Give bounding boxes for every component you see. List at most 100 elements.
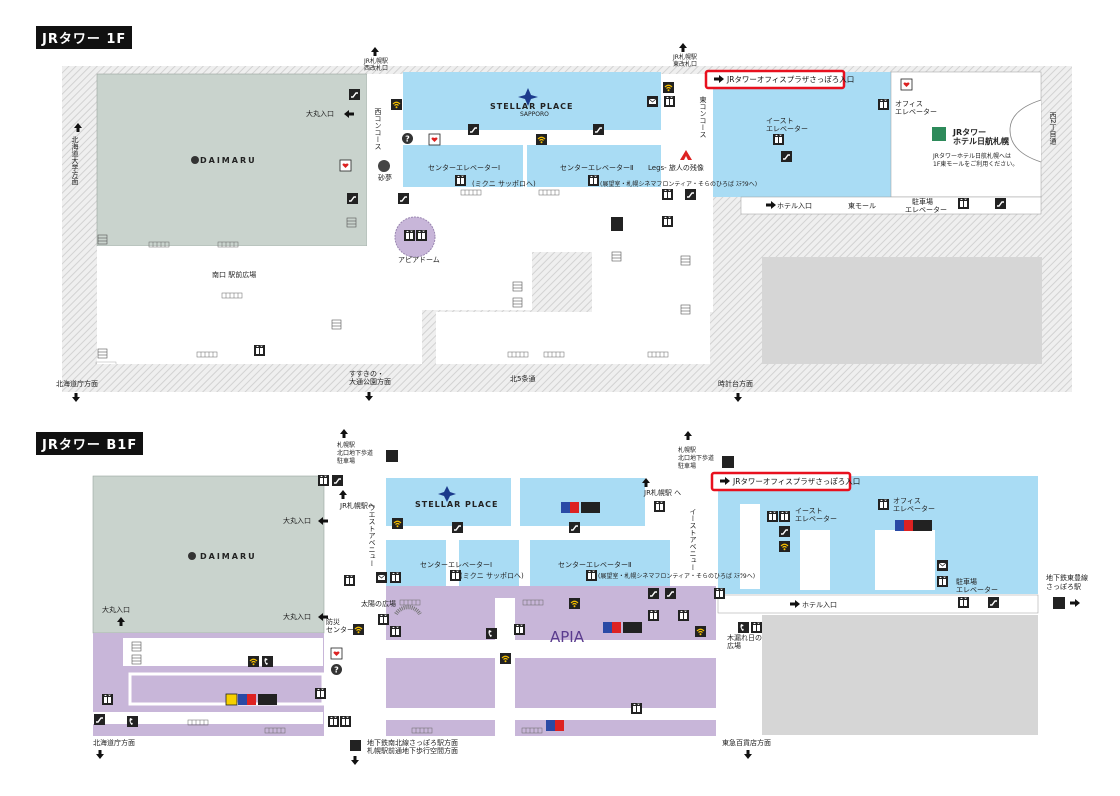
elevator-icon [958,597,969,608]
escalator-icon [467,123,480,136]
elevator-icon [631,703,642,714]
elevator-icon [328,716,339,727]
west2-street-label: 西2丁目通 [1049,112,1057,146]
escalator-icon [568,521,581,534]
floor-1f-title: JRタワー 1F [36,26,133,49]
escalator-icon [451,521,464,534]
elevator-icon [878,99,889,110]
parking-elev-l2-b1: エレベーター [956,585,998,594]
office-plaza-entrance-1f[interactable] [704,69,846,90]
office-plaza-entrance-b1[interactable] [710,471,852,492]
accessible-restroom-icon [258,694,277,705]
hotel-name-l1: JRタワー [952,127,986,137]
elevator-icon [340,716,351,727]
center-elev2-label-1f: センターエレベーターⅡ [560,163,633,172]
center-elev2-note-b1: (展望室・札幌シネマフロンティア・そらのひろば ｽﾃﾗ9へ) [598,572,755,580]
namboku-l1: 地下鉄南北線さっぽろ駅方面 [367,738,458,747]
locker-icon [225,693,238,706]
north-passage-w-l3: 駐車場 [337,457,355,465]
elevator-icon [773,134,784,145]
wifi-icon [568,597,581,610]
legs-sculpture-icon [680,150,692,160]
wifi-icon [391,517,404,530]
wifi-icon [247,655,260,668]
north-passage-w-l2: 北口地下歩道 [337,449,373,457]
elevator-icon [390,626,401,637]
office-elev-l2-1f: エレベーター [895,107,937,116]
docho-label-1f: 北海道庁方面 [56,379,98,388]
daimaru-building-b1 [92,475,325,634]
wifi-icon [499,652,512,665]
escalator-icon [348,88,361,101]
komorebi-l2: 広場 [727,641,741,650]
center-elev1-note-1f: (ミクニ サッポロへ) [472,180,536,188]
parking-elev-l2-1f: エレベーター [905,205,947,214]
apia-dome-label: アピアドーム [398,256,440,264]
elevator-icon [664,96,675,107]
floor-b1f: DAIMARU STELLAR PLACE APIA 札幌駅 北口地下歩道 駐車… [92,429,1088,765]
sand-clock-label: 砂夢 [378,173,392,182]
accessible-restroom-icon [623,622,642,633]
elevator-icon [450,570,461,581]
elevator-icon [254,345,265,356]
north-passage-e-l2: 北口地下歩道 [678,454,714,462]
toho-line-l2: さっぽろ駅 [1046,583,1081,591]
escalator-icon [987,596,1000,609]
legs-label: Legs- 旅人の残像 [648,163,704,172]
elevator-icon [318,475,329,486]
phone-icon [262,656,273,667]
jr-west-gate-l2: 西改札口 [364,64,388,72]
wifi-icon [778,540,791,553]
subway-icon [350,740,361,751]
elevator-icon [662,216,673,227]
daimaru-entrance-b1-1: 大丸入口 [283,516,311,525]
parking-area-1f [762,257,1042,366]
east-elev-l1-b1: イースト [795,507,823,515]
phone-icon [127,716,138,727]
subway-icon [1053,597,1065,609]
information-icon [402,133,413,144]
wifi-icon [694,625,707,638]
escalator-icon [397,192,410,205]
daimaru-label-b1: DAIMARU [200,552,257,561]
floor-1f: DAIMARU STELLAR PLACE SAPPORO 大丸入口 JR札幌駅… [56,43,1072,402]
south-plaza-label: 南口 駅前広場 [212,270,256,279]
sand-clock-icon [378,160,390,172]
escalator-icon [93,713,106,726]
restroom-icon [895,520,913,531]
elevator-icon [344,575,355,586]
center-elev1-label-b1: センターエレベーターⅠ [420,560,492,569]
elevator-icon [378,614,389,625]
daimaru-entrance-b1-2: 大丸入口 [283,612,311,621]
escalator-icon [592,123,605,136]
wifi-icon [662,81,675,94]
hotel-entrance-b1: ホテル入口 [802,601,837,609]
accessible-restroom-icon [581,502,600,513]
elevator-icon [588,175,599,186]
hotel-name-l2: ホテル日航札幌 [953,136,1009,146]
office-elev-l1-1f: オフィス [895,100,923,108]
daimaru-entrance-b1-3: 大丸入口 [102,605,130,614]
hotel-note-l2: 1F東モールをご利用ください。 [933,160,1018,168]
disaster-center-l1: 防災 [326,617,340,626]
elevator-icon [654,501,665,512]
north-passage-w-l1: 札幌駅 [337,441,355,449]
apia-dome-marker [394,216,436,258]
sun-plaza-label: 太陽の広場 [361,599,396,608]
susukino-l2: 大通公園方面 [349,377,391,386]
docho-label-b1: 北海道庁方面 [93,738,135,747]
daimaru-building-1f [96,73,368,247]
mailbox-icon [375,571,388,584]
komorebi-l1: 木漏れ日の [727,633,762,642]
center-elev1-note-b1: (ミクニ サッポロへ) [460,572,524,580]
disaster-center-l2: センター [326,625,354,634]
jr-tower-east-block [713,72,891,197]
elevator-icon [455,175,466,186]
center-elev1-label-1f: センターエレベーターⅠ [428,163,500,172]
elevator-icon [514,624,525,635]
aed-icon [428,133,441,146]
elevator-icon [390,572,401,583]
tokeidai-label: 時計台方面 [718,379,753,388]
wifi-icon [352,623,365,636]
